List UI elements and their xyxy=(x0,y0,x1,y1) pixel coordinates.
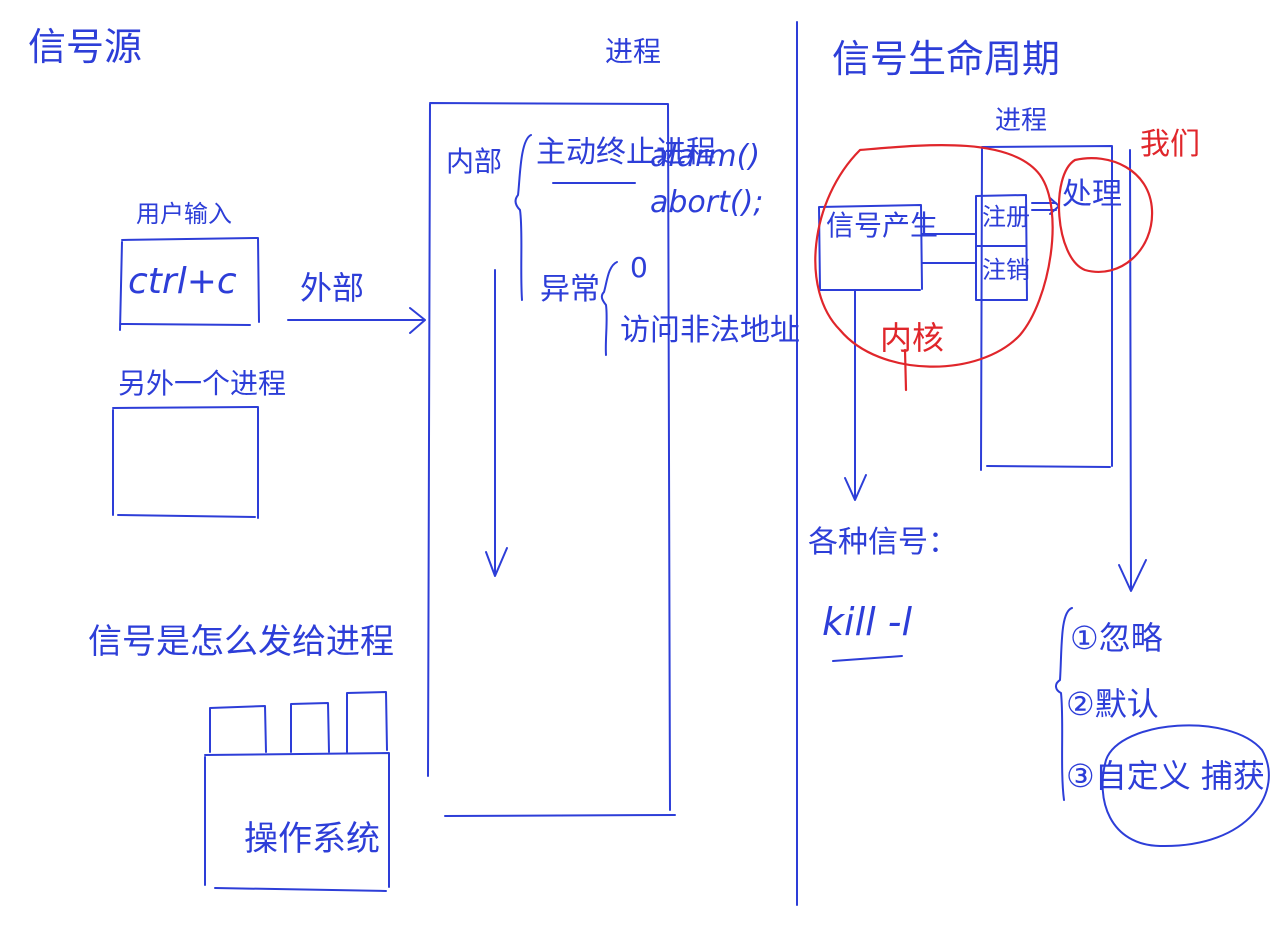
os-slot-2 xyxy=(290,702,330,753)
kill-cmd: kill -l xyxy=(822,600,913,644)
kill-cmd-underline xyxy=(832,655,903,662)
handle-arrow xyxy=(1031,197,1060,215)
exception-brace xyxy=(600,261,618,356)
internal-label: 内部 xyxy=(446,145,503,178)
register-label: 注册 xyxy=(982,203,1030,231)
options-brace xyxy=(1055,607,1073,801)
we-label: 我们 xyxy=(1140,127,1200,162)
delivery-title: 信号是怎么发给进程 xyxy=(88,622,394,662)
signal-generate-label: 信号产生 xyxy=(826,209,939,242)
another-process-label: 另外一个进程 xyxy=(118,367,287,400)
lifecycle-process-label: 进程 xyxy=(995,106,1048,136)
process-title: 进程 xyxy=(605,35,662,68)
handle-label: 处理 xyxy=(1062,177,1122,212)
lifecycle-down-arrow xyxy=(1118,149,1147,592)
various-signals-label: 各种信号： xyxy=(808,525,958,560)
internal-down-arrow xyxy=(485,269,508,577)
process-box xyxy=(427,102,676,817)
user-input-box xyxy=(119,237,260,331)
kernel-oval xyxy=(814,144,1054,368)
another-process-box xyxy=(112,406,259,519)
alarm-call: alarm() xyxy=(650,139,761,174)
os-slot-3 xyxy=(346,691,388,753)
lifecycle-title: 信号生命周期 xyxy=(832,37,1061,81)
os-box xyxy=(204,752,390,892)
we-oval xyxy=(1057,157,1154,273)
kernel-tick xyxy=(903,348,908,392)
option-custom-capture: ③自定义 捕获 xyxy=(1066,757,1265,795)
user-input-label: 用户输入 xyxy=(136,200,232,228)
exception-item-zero: 0 xyxy=(630,251,648,284)
option-default: ②默认 xyxy=(1066,685,1159,723)
internal-brace xyxy=(514,134,532,301)
generate-connector xyxy=(921,233,976,264)
custom-capture-oval xyxy=(1101,724,1270,848)
kernel-down-arrow xyxy=(844,289,867,501)
os-slot-1 xyxy=(209,705,267,753)
signal-source-title: 信号源 xyxy=(28,25,143,69)
kernel-label: 内核 xyxy=(880,319,945,357)
os-label: 操作系统 xyxy=(244,819,380,859)
abort-call: abort(); xyxy=(650,185,764,220)
actively-kill-label: 主动终止进程 xyxy=(536,135,716,170)
unregister-label: 注销 xyxy=(982,256,1030,284)
signal-generate-box xyxy=(818,204,923,291)
option-ignore: ①忽略 xyxy=(1070,619,1163,657)
register-box xyxy=(975,194,1028,301)
exception-item-illegal-address: 访问非法地址 xyxy=(620,313,800,348)
external-arrow xyxy=(287,307,426,334)
exception-label: 异常 xyxy=(540,272,600,307)
external-label: 外部 xyxy=(300,269,365,307)
ctrl-c-text: ctrl+c xyxy=(128,261,237,302)
lifecycle-process-box xyxy=(980,145,1113,471)
